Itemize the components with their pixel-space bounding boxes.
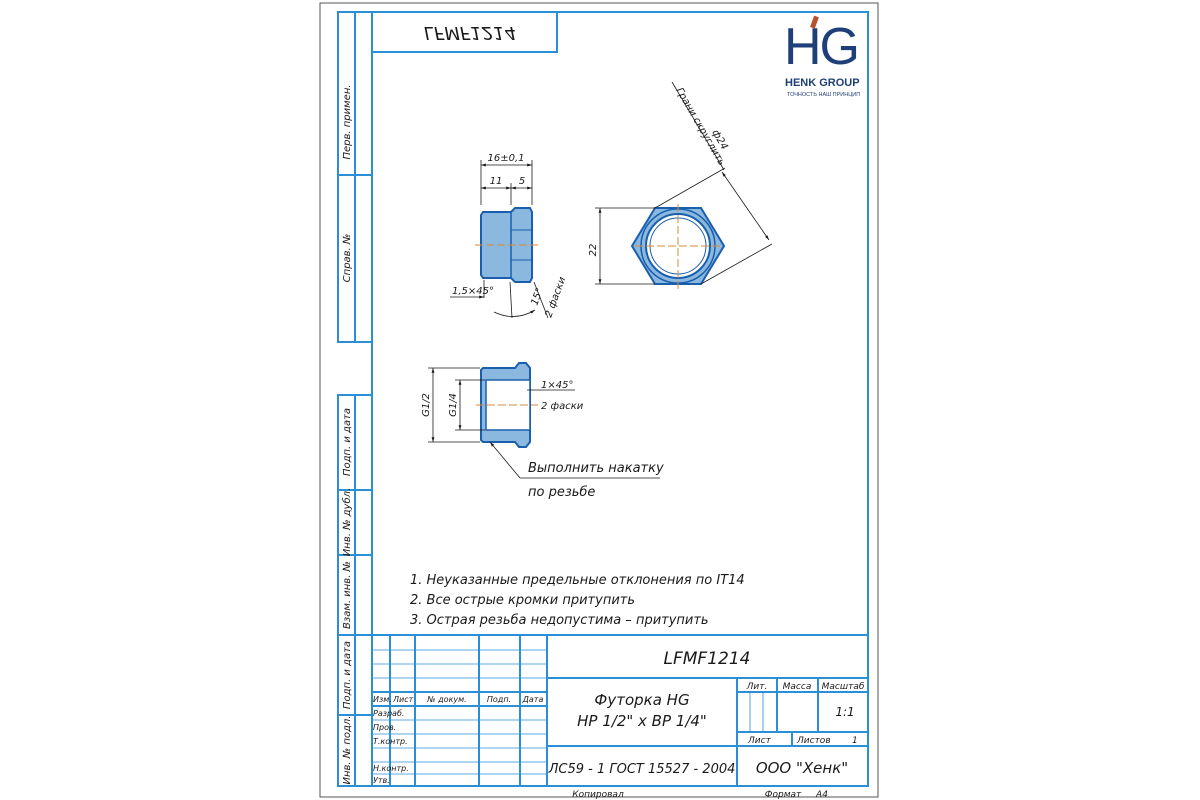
- col-list: Лист: [392, 695, 414, 704]
- title-block-grid: [372, 634, 868, 786]
- dim-len-11: 11: [490, 176, 503, 187]
- stamp-podp-data-1: Подп. и дата: [342, 408, 353, 476]
- row-nkontr: Н.контр.: [373, 764, 409, 773]
- row-prov: Пров.: [373, 723, 396, 732]
- title-designation: LFMF1214: [664, 649, 751, 669]
- label-masshtab: Масштаб: [822, 682, 865, 692]
- label-kopiroval: Копировал: [572, 790, 624, 800]
- dim-overall-length: 16±0,1: [487, 153, 524, 164]
- dim-two-chamfers-b: 2 фаски: [541, 401, 584, 412]
- title-company: ООО "Хенк": [756, 759, 848, 777]
- scale-value: 1:1: [835, 705, 854, 719]
- stamp-vzam-inv: Взам. инв. №: [342, 561, 353, 629]
- frame: [337, 11, 869, 787]
- logo-company: HENK GROUP: [785, 77, 860, 89]
- dim-chamfer-2: 1×45°: [541, 380, 573, 391]
- title-name-2: НР 1/2" х ВР 1/4": [577, 712, 707, 730]
- dim-angle-15: 15°: [529, 287, 545, 307]
- technical-notes: 1. Неуказанные предельные отклонения по …: [410, 573, 745, 628]
- row-utv: Утв.: [373, 776, 390, 785]
- col-data: Дата: [522, 695, 544, 704]
- dim-thread-minor: G1/4: [448, 393, 459, 417]
- dim-thread-major: G1/2: [421, 393, 432, 417]
- henk-group-logo: HG HENK GROUP ТОЧНОСТЬ НАШ ПРИНЦИП: [784, 15, 860, 98]
- page-border: [319, 2, 879, 798]
- stamp-sprav-no: Справ. №: [342, 234, 353, 283]
- title-material: ЛС59 - 1 ГОСТ 15527 - 2004: [548, 762, 736, 777]
- col-doc-no: № докум.: [426, 695, 466, 704]
- stamp-inv-dubl: Инв. № дубл.: [341, 488, 353, 556]
- note-3: 3. Острая резьба недопустима – притупить: [410, 613, 709, 628]
- col-podp: Подп.: [487, 695, 511, 704]
- label-listov: Листов: [796, 736, 831, 746]
- logo-tagline: ТОЧНОСТЬ НАШ ПРИНЦИП: [787, 92, 860, 98]
- stamp-perv-primen: Перв. примен.: [342, 84, 353, 159]
- side-view: 16±0,1 11 5 1,5×45° 15° 2 фаски: [450, 153, 568, 319]
- section-view: G1/2 G1/4 1×45° 2 фаски Выполнить накатк…: [421, 362, 664, 500]
- format-value: А4: [815, 790, 828, 800]
- label-lit: Лит.: [746, 682, 768, 692]
- stamp-inv-podl: Инв. № подл.: [342, 716, 353, 785]
- knurl-note-2: по резьбе: [528, 485, 595, 500]
- note-1: 1. Неуказанные предельные отклонения по …: [410, 573, 745, 588]
- label-list: Лист: [747, 736, 772, 746]
- title-block-thin-lines: [372, 649, 764, 775]
- row-razrab: Разраб.: [373, 709, 404, 718]
- label-format: Формат: [765, 790, 802, 800]
- dim-mark-circle: Грани скруглить: [673, 86, 727, 168]
- stamp-podp-data-2: Подп. и дата: [342, 641, 353, 709]
- col-izm: Изм.: [373, 695, 392, 704]
- dim-two-chamfers-a: 2 фаски: [543, 275, 568, 319]
- title-name-1: Футорка HG: [594, 691, 689, 709]
- knurl-note-1: Выполнить накатку: [528, 461, 664, 476]
- listov-value: 1: [852, 736, 858, 746]
- drawing-code-mirrored: LFMF1214: [424, 22, 516, 43]
- dim-chamfer-1: 1,5×45°: [452, 286, 494, 297]
- front-view-hex: 22 ф24 Грани скруглить: [588, 81, 773, 290]
- note-2: 2. Все острые кромки притупить: [410, 593, 635, 608]
- dim-len-5: 5: [519, 176, 525, 187]
- dim-height-22: 22: [588, 244, 599, 257]
- label-massa: Масса: [783, 682, 812, 692]
- logo-letters: HG: [784, 18, 858, 76]
- row-tkontr: Т.контр.: [373, 737, 408, 746]
